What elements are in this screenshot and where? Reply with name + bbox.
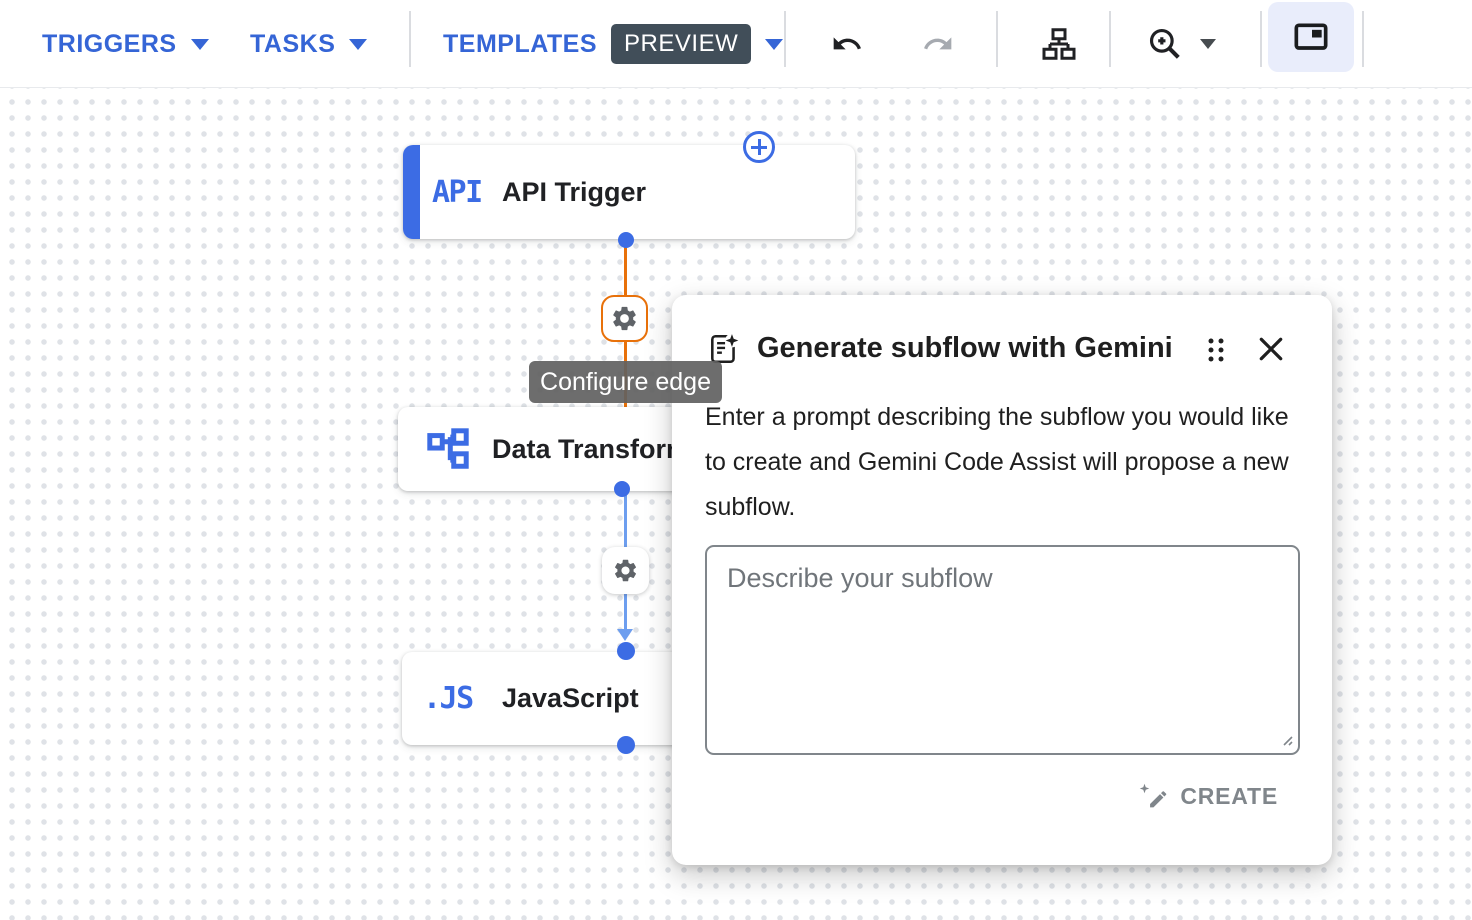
toolbar-separator (1109, 11, 1111, 67)
prompt-field-wrapper (705, 545, 1300, 755)
toolbar-separator (1362, 11, 1364, 67)
trigger-stripe (403, 145, 420, 239)
chevron-down-icon (765, 38, 784, 50)
resize-handle-icon[interactable] (1280, 733, 1294, 747)
output-port[interactable] (614, 481, 630, 497)
create-label: CREATE (1180, 782, 1278, 809)
create-button[interactable]: CREATE (1138, 781, 1278, 811)
node-label: API Trigger (502, 176, 647, 207)
output-port[interactable] (618, 232, 634, 248)
subflow-prompt-input[interactable] (705, 545, 1300, 755)
input-port[interactable] (617, 642, 635, 660)
redo-icon (924, 37, 952, 50)
redo-button[interactable] (915, 0, 961, 88)
edge-arrowhead-icon (617, 629, 633, 641)
configure-edge-button[interactable] (601, 295, 648, 342)
minimap-toggle-button[interactable] (1268, 2, 1354, 72)
auto-layout-icon (1042, 28, 1076, 60)
undo-button[interactable] (824, 0, 870, 88)
generate-subflow-dialog: Generate subflow with Gemini Enter a pro… (672, 295, 1332, 865)
toolbar-separator (409, 11, 411, 67)
configure-edge-tooltip: Configure edge (529, 361, 722, 403)
node-label: JavaScript (502, 683, 639, 713)
minimap-toggle-icon (1294, 23, 1328, 50)
toolbar: TRIGGERS TASKS TEMPLATES PREVIEW (0, 0, 1472, 88)
chevron-down-icon (349, 38, 368, 50)
toolbar-separator (1260, 11, 1262, 67)
triggers-menu-button[interactable]: TRIGGERS (42, 0, 209, 88)
gear-icon (613, 306, 636, 331)
close-icon[interactable] (1257, 335, 1285, 363)
gear-icon (614, 559, 637, 582)
chevron-down-icon (190, 38, 209, 50)
node-api-trigger[interactable]: API API Trigger (403, 145, 855, 239)
data-mapping-icon (427, 428, 469, 469)
toolbar-separator (784, 11, 786, 67)
toolbar-separator (996, 11, 998, 67)
zoom-in-icon (1149, 28, 1180, 59)
drag-handle-icon[interactable] (1206, 337, 1226, 363)
tasks-label: TASKS (250, 29, 336, 58)
magic-pen-icon (1140, 783, 1167, 808)
dialog-title: Generate subflow with Gemini (757, 332, 1173, 364)
js-text-icon: .JS (423, 681, 474, 716)
configure-edge-button[interactable] (602, 547, 649, 594)
workflow-canvas[interactable]: API API Trigger Configure edge Data Tran… (0, 88, 1472, 920)
preview-badge: PREVIEW (611, 24, 752, 64)
auto-layout-button[interactable] (1036, 0, 1082, 88)
edge-api-to-gear[interactable] (624, 240, 627, 295)
dialog-description: Enter a prompt describing the subflow yo… (705, 403, 1289, 521)
undo-icon (833, 37, 861, 50)
templates-label: TEMPLATES (443, 29, 598, 58)
output-port[interactable] (617, 736, 635, 754)
zoom-menu-button[interactable] (1146, 0, 1216, 88)
generate-subflow-icon (711, 333, 739, 364)
add-node-button[interactable] (743, 131, 775, 163)
chevron-down-icon (1200, 39, 1216, 49)
triggers-label: TRIGGERS (42, 29, 177, 58)
api-text-icon: API (432, 174, 483, 210)
templates-menu-button[interactable]: TEMPLATES PREVIEW (443, 0, 784, 88)
tasks-menu-button[interactable]: TASKS (250, 0, 368, 88)
